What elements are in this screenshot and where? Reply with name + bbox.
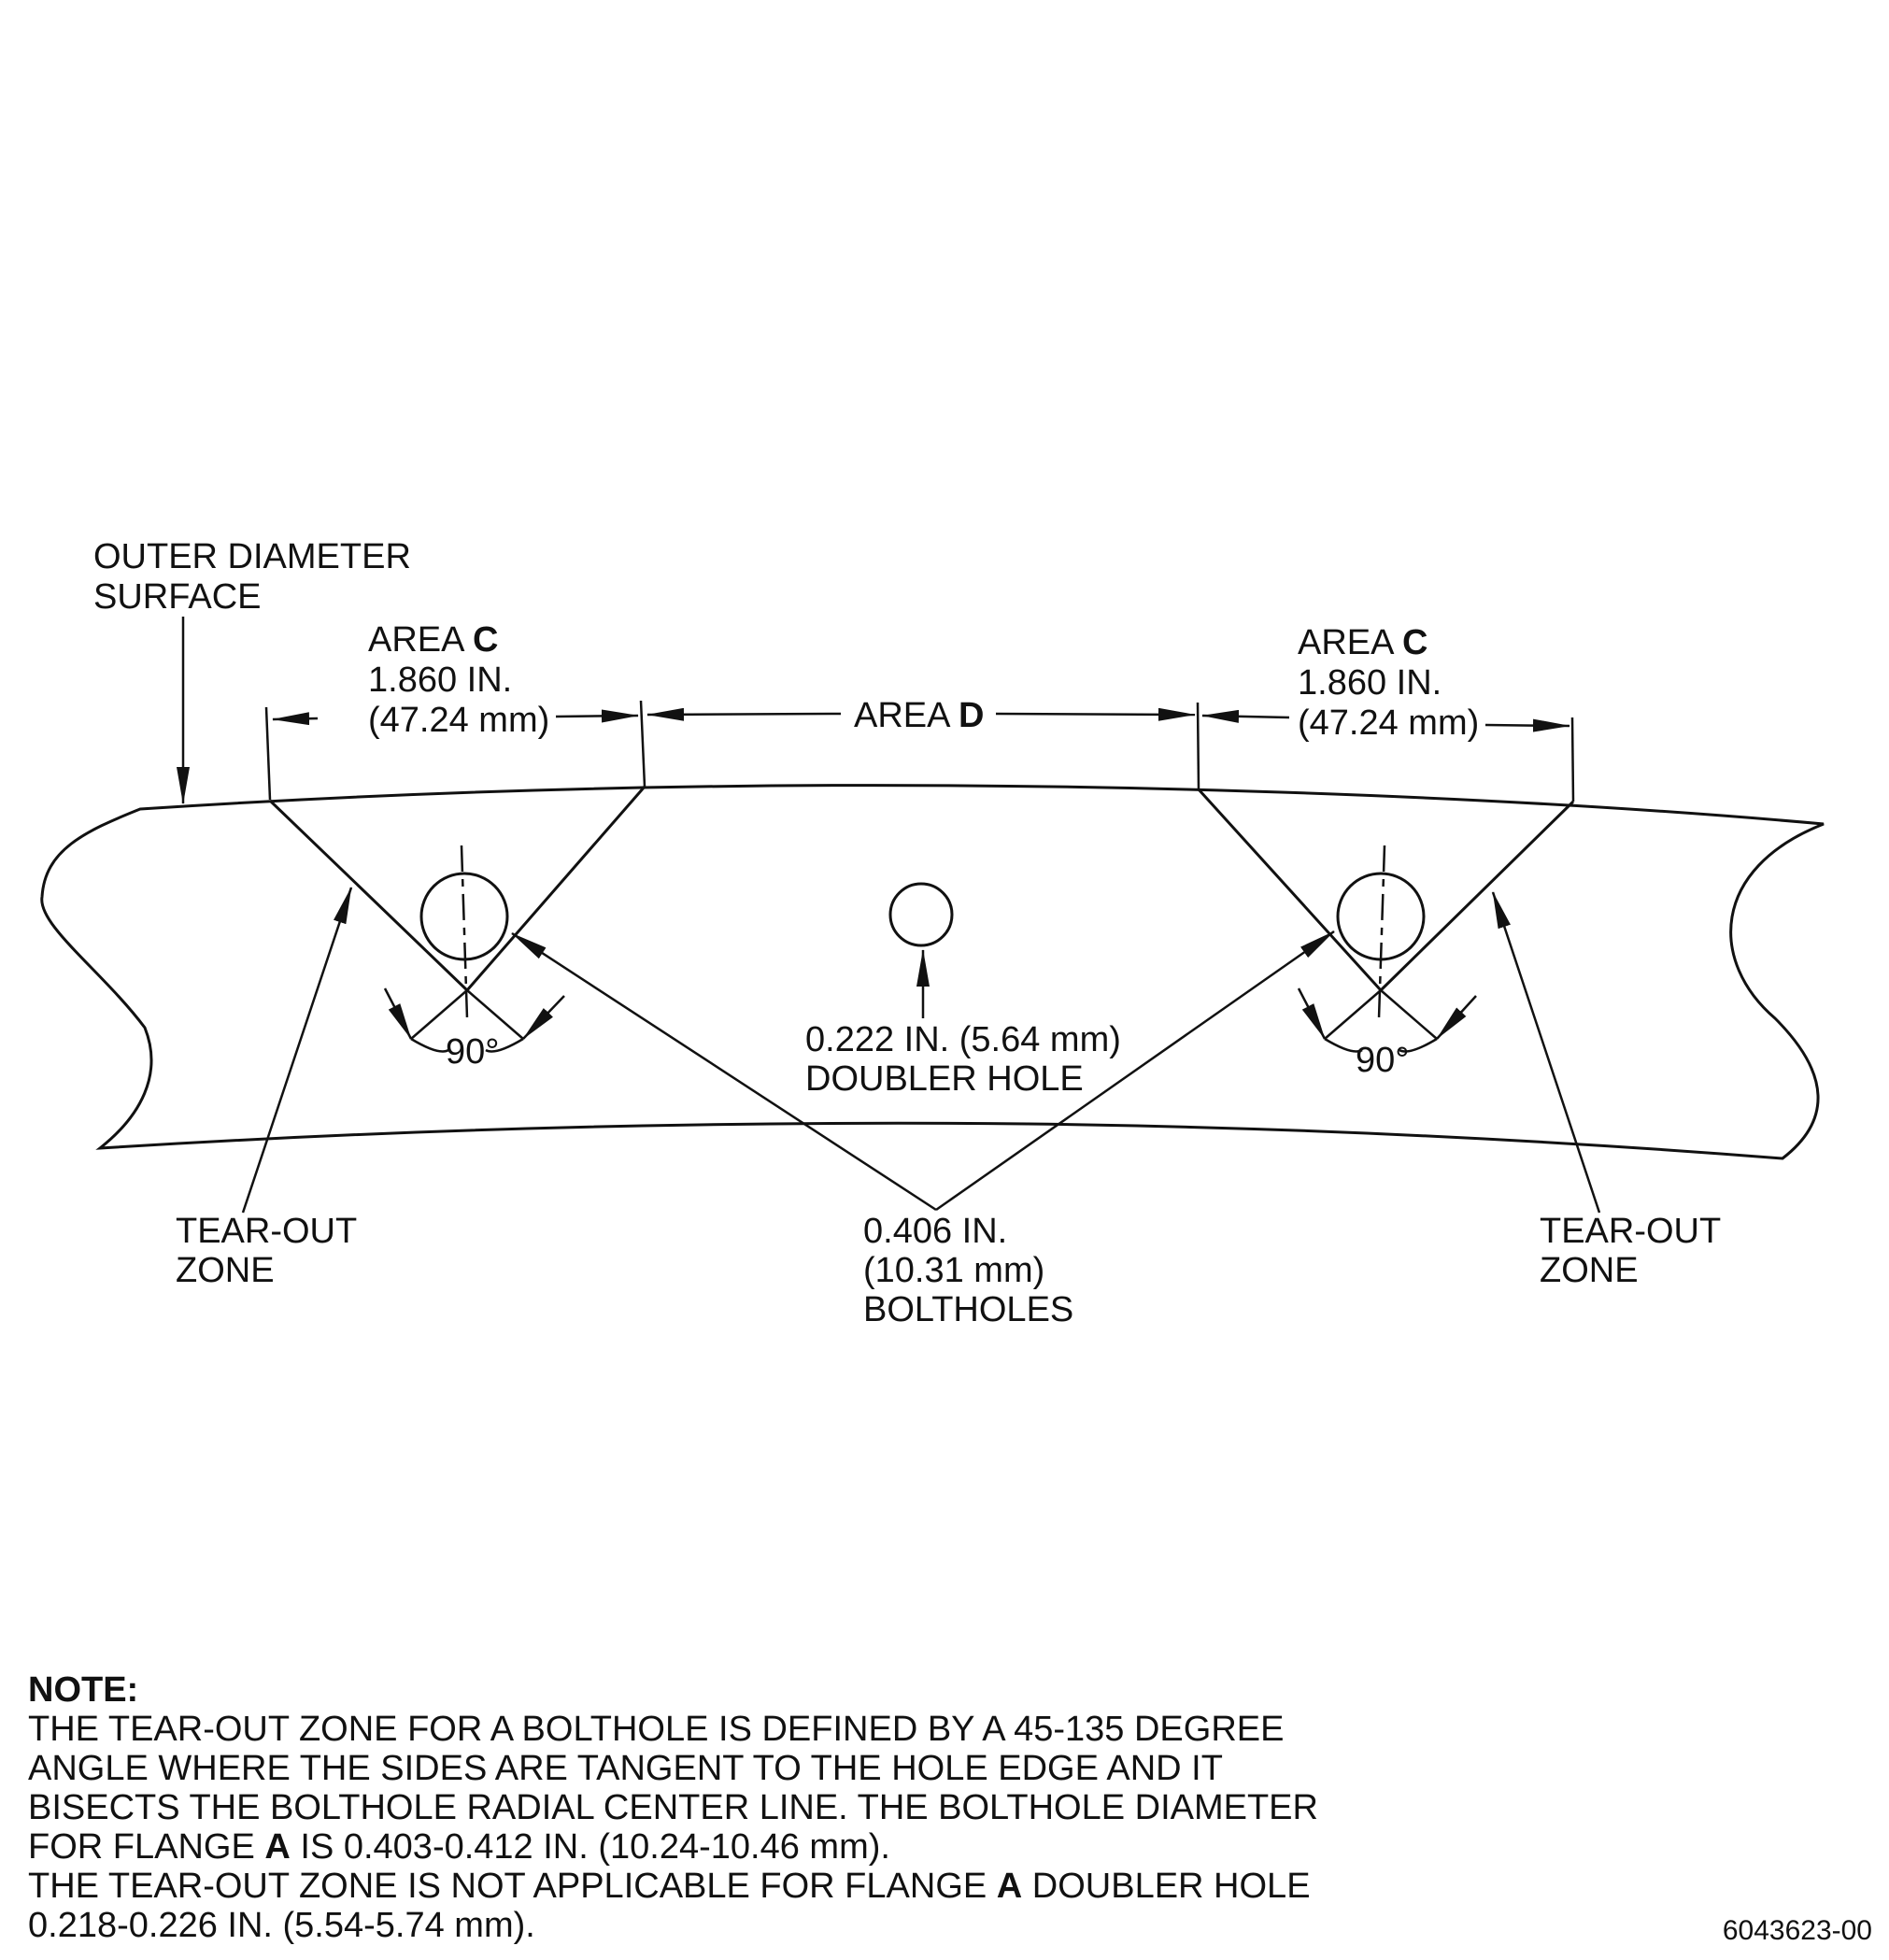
- doubler-hole: [888, 882, 954, 947]
- label-tearout-left-2: ZONE: [176, 1251, 275, 1290]
- label-area-d: AREA D: [854, 696, 984, 735]
- label-doubler-hole: DOUBLER HOLE: [805, 1059, 1084, 1099]
- note-line-5: THE TEAR-OUT ZONE IS NOT APPLICABLE FOR …: [28, 1867, 1311, 1906]
- label-boltholes: BOLTHOLES: [863, 1290, 1073, 1329]
- label-outer-diameter-1: OUTER DIAMETER: [93, 537, 411, 576]
- label-outer-diameter-2: SURFACE: [93, 577, 261, 617]
- flange-outline: [40, 784, 1825, 1160]
- label-area-c-right: AREA C: [1298, 623, 1427, 662]
- label-angle-right: 90°: [1356, 1041, 1409, 1080]
- label-area-c-right-mm: (47.24 mm): [1298, 703, 1479, 743]
- note-line-4: FOR FLANGE A IS 0.403-0.412 IN. (10.24-1…: [28, 1827, 890, 1867]
- note-line-2: ANGLE WHERE THE SIDES ARE TANGENT TO THE…: [28, 1749, 1223, 1788]
- label-area-c-left: AREA C: [368, 620, 498, 660]
- centerline-left: [460, 845, 469, 1019]
- centerline-right: [1377, 845, 1386, 1019]
- label-area-c-right-in: 1.860 IN.: [1298, 663, 1442, 703]
- label-area-c-left-mm: (47.24 mm): [368, 701, 549, 740]
- tearout-line-left-a: [268, 799, 469, 992]
- note-block: NOTE: THE TEAR-OUT ZONE FOR A BOLTHOLE I…: [28, 1670, 1429, 1945]
- note-line-6: 0.218-0.226 IN. (5.54-5.74 mm).: [28, 1906, 535, 1945]
- tearout-line-right-a: [1197, 788, 1383, 992]
- label-doubler-size: 0.222 IN. (5.64 mm): [805, 1020, 1121, 1059]
- label-boltholes-in: 0.406 IN.: [863, 1212, 1007, 1251]
- label-tearout-right-2: ZONE: [1540, 1251, 1639, 1290]
- note-line-3: BISECTS THE BOLTHOLE RADIAL CENTER LINE.…: [28, 1788, 1318, 1827]
- label-tearout-left-1: TEAR-OUT: [176, 1212, 357, 1251]
- label-angle-left: 90°: [446, 1032, 499, 1072]
- label-area-c-left-in: 1.860 IN.: [368, 660, 512, 700]
- tearout-line-left-b: [465, 786, 646, 991]
- figure-number: 6043623-00: [1722, 1915, 1872, 1946]
- note-heading: NOTE:: [28, 1670, 139, 1710]
- label-tearout-right-1: TEAR-OUT: [1540, 1212, 1721, 1251]
- label-boltholes-mm: (10.31 mm): [863, 1251, 1044, 1290]
- tearout-line-right-b: [1379, 800, 1575, 992]
- note-line-1: THE TEAR-OUT ZONE FOR A BOLTHOLE IS DEFI…: [28, 1710, 1285, 1749]
